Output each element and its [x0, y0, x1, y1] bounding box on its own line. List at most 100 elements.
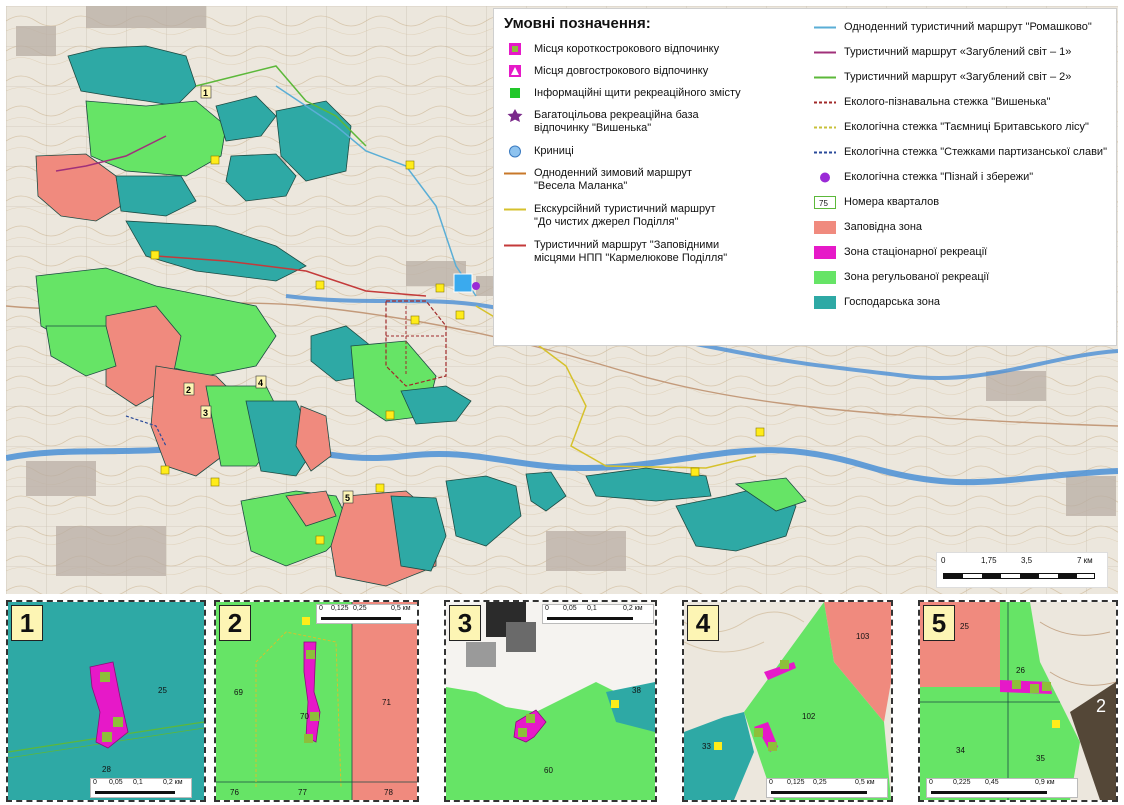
scale-tick: 1,75	[981, 556, 997, 565]
legend-item: Туристичний маршрут «Загублений світ – 1…	[814, 46, 1071, 59]
legend-item: Господарська зона	[814, 296, 940, 309]
line-icon	[504, 239, 526, 252]
legend-item: Екскурсійний туристичний маршрут "До чис…	[504, 203, 716, 229]
inset-2-canvas	[216, 602, 417, 800]
legend-item: Інформаційні щити рекреаційного змісту	[504, 87, 741, 100]
quarter-label: 38	[632, 686, 641, 695]
legend-label: Заповідна зона	[844, 221, 923, 233]
legend-item: Місця короткострокового відпочинку	[504, 43, 719, 56]
trail-point	[472, 282, 480, 290]
main-scale-bar: 0 1,75 3,5 7 км	[936, 552, 1108, 588]
svg-text:3: 3	[203, 408, 208, 418]
legend-item: Екологічна стежка "Стежками партизансько…	[814, 146, 1107, 159]
line-icon	[814, 21, 836, 34]
quarter-label: 70	[300, 712, 309, 721]
legend-label: Інформаційні щити рекреаційного змісту	[534, 87, 741, 99]
legend-label: Туристичний маршрут «Загублений світ – 2…	[844, 71, 1072, 83]
inset-number: 5	[923, 605, 955, 641]
zone-swatch-icon	[814, 221, 836, 234]
inset-4-canvas	[684, 602, 891, 800]
legend-item: Багатоцільова рекреаційна база відпочинк…	[504, 109, 699, 135]
quarter-label: 78	[384, 788, 393, 797]
legend-label: Багатоцільова рекреаційна база відпочинк…	[534, 109, 699, 134]
legend-item: Місця довгострокового відпочинку	[504, 65, 708, 78]
legend-label: Екологічна стежка "Стежками партизансько…	[844, 146, 1107, 158]
zone-swatch-icon	[814, 296, 836, 309]
inset-3-canvas	[446, 602, 655, 800]
star-icon	[504, 109, 526, 122]
legend-label: Одноденний зимовий маршрут "Весела Малан…	[534, 167, 692, 192]
svg-text:4: 4	[258, 378, 263, 388]
inset-number: 2	[219, 605, 251, 641]
legend-label: Екскурсійний туристичний маршрут "До чис…	[534, 203, 716, 228]
legend-item: Криниці	[504, 145, 574, 158]
legend-item: Екологічна стежка "Пізнай і збережи"	[814, 171, 1033, 184]
quarter-label: 60	[544, 766, 553, 775]
svg-text:1: 1	[203, 88, 208, 98]
zone-swatch-icon	[814, 246, 836, 259]
inset-number: 4	[687, 605, 719, 641]
legend-label: Еколого-пізнавальна стежка "Вишенька"	[844, 96, 1051, 108]
quarter-label: 35	[1036, 754, 1045, 763]
dashed-line-icon	[814, 146, 836, 159]
legend-label: Номера кварталов	[844, 196, 940, 208]
quarter-label: 77	[298, 788, 307, 797]
legend-label: Екологічна стежка "Пізнай і збережи"	[844, 171, 1034, 183]
quarter-label: 103	[856, 632, 870, 641]
quarter-label: 102	[802, 712, 816, 721]
legend-label: Криниці	[534, 145, 574, 157]
quarter-label: 76	[230, 788, 239, 797]
quarter-label: 2	[1096, 696, 1107, 716]
short-rest-icon	[504, 43, 526, 56]
quarter-box-number: 75	[819, 199, 828, 208]
legend-item: Одноденний зимовий маршрут "Весела Малан…	[504, 167, 692, 193]
quarter-label: 33	[702, 742, 711, 751]
dashed-line-icon	[814, 96, 836, 109]
svg-text:5: 5	[345, 493, 350, 503]
zone-swatch-icon	[814, 271, 836, 284]
legend-title: Умовні позначення:	[504, 15, 651, 32]
well-icon	[504, 145, 526, 158]
river-tributary	[285, 294, 1118, 381]
legend-label: Зона регульованої рекреації	[844, 271, 990, 283]
legend-label: Туристичний маршрут «Загублений світ – 1…	[844, 46, 1072, 58]
base-marker	[453, 273, 473, 293]
quarter-label: 26	[1016, 666, 1025, 675]
legend-item: Екологічна стежка "Таємниці Бритавського…	[814, 121, 1089, 134]
line-icon	[814, 71, 836, 84]
quarter-box-icon: 75	[814, 196, 836, 209]
legend-item: Туристичний маршрут «Загублений світ – 2…	[814, 71, 1071, 84]
scale-tick: 0	[941, 556, 946, 565]
legend-label: Місця короткострокового відпочинку	[534, 43, 720, 55]
legend-label: Туристичний маршрут "Заповідними місцями…	[534, 239, 728, 264]
svg-text:2: 2	[186, 385, 191, 395]
quarter-label: 28	[102, 765, 111, 774]
info-board-icon	[504, 87, 526, 100]
line-icon	[504, 203, 526, 216]
legend-item: Заповідна зона	[814, 221, 922, 234]
legend-label: Місця довгострокового відпочинку	[534, 65, 709, 77]
legend-label: Одноденний туристичний маршрут "Ромашков…	[844, 21, 1092, 33]
quarter-label: 69	[234, 688, 243, 697]
legend-label: Зона стаціонарної рекреації	[844, 246, 988, 258]
legend-item: Еколого-пізнавальна стежка "Вишенька"	[814, 96, 1050, 109]
line-icon	[814, 46, 836, 59]
quarter-label: 71	[382, 698, 391, 707]
scale-bar-graphic	[943, 573, 1095, 579]
legend-item: Зона стаціонарної рекреації	[814, 246, 987, 259]
quarter-label: 34	[956, 746, 965, 755]
dashed-line-icon	[814, 121, 836, 134]
legend-item: 75 Номера кварталов	[814, 196, 939, 209]
info-boards	[150, 155, 765, 545]
legend-item: Одноденний туристичний маршрут "Ромашков…	[814, 21, 1092, 34]
legend-item: Зона регульованої рекреації	[814, 271, 989, 284]
legend-label: Господарська зона	[844, 296, 941, 308]
